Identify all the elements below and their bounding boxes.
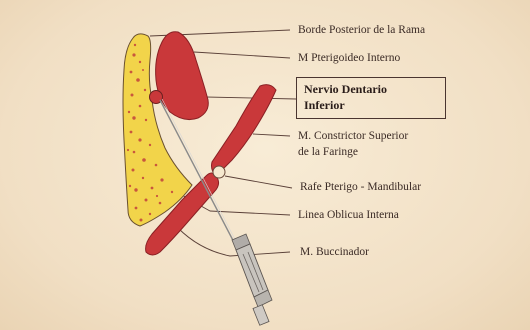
syringe-hub <box>232 234 272 325</box>
pterygomandibular-raphe-marker <box>213 166 225 178</box>
leader-constrictor <box>253 134 290 136</box>
label-rafe: Rafe Pterigo - Mandibular <box>300 180 421 194</box>
label-nervio-line2: Inferior <box>304 98 345 112</box>
label-nervio-line1: Nervio Dentario <box>304 82 387 96</box>
constrictor-superior-muscle <box>212 85 277 176</box>
label-borde-posterior: Borde Posterior de la Rama <box>298 23 425 37</box>
label-buccinador: M. Buccinador <box>300 245 369 259</box>
label-pterigoideo: M Pterigoideo Interno <box>298 51 400 65</box>
leader-pterigoideo <box>194 52 290 58</box>
label-constrictor-line1: M. Constrictor Superior <box>298 129 408 143</box>
label-linea: Linea Oblicua Interna <box>298 208 399 222</box>
label-constrictor-line2: de la Faringe <box>298 145 358 159</box>
leader-rafe <box>225 176 292 188</box>
